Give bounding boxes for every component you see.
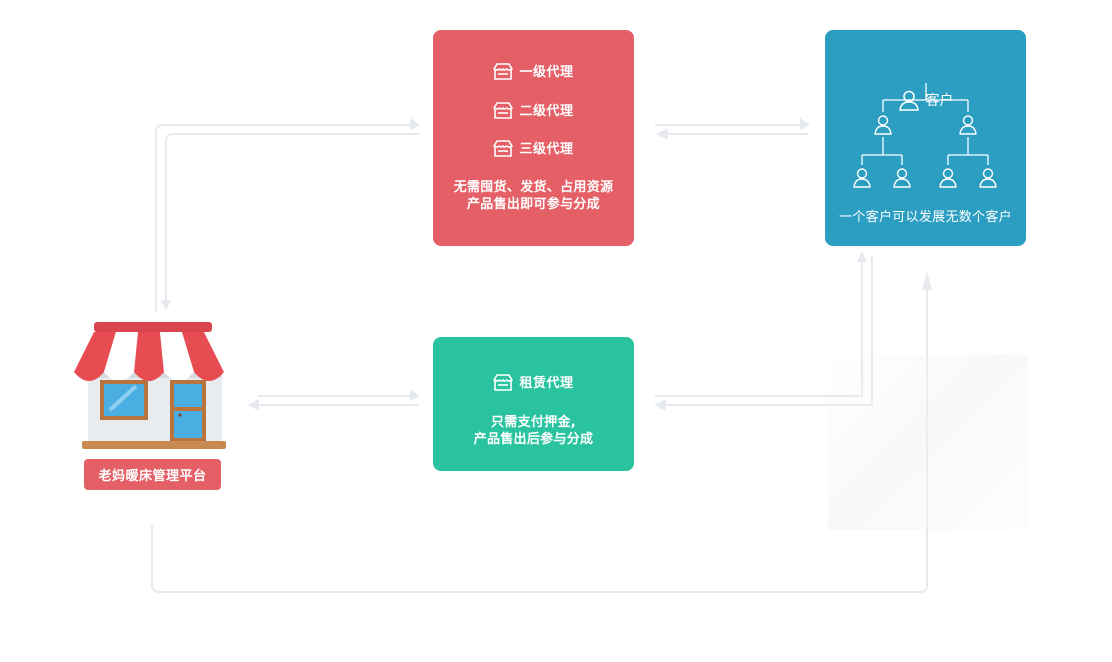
faded-watermark-area — [828, 355, 1028, 530]
user-icon — [893, 168, 911, 188]
user-icon — [898, 90, 919, 111]
user-icon — [939, 168, 957, 188]
platform-label: 老妈暖床管理平台 — [84, 459, 221, 490]
agent-desc-line1: 无需囤货、发货、占用资源 — [453, 180, 614, 195]
agent-description: 无需囤货、发货、占用资源 产品售出即可参与分成 — [433, 179, 634, 213]
agent-label: 二级代理 — [519, 104, 574, 119]
agent-label: 一级代理 — [519, 65, 574, 80]
agent-card: 一级代理 二级代理 三级代理 无需囤货、发货、占用资源 产品售出即可参与分成 — [433, 30, 634, 246]
rental-desc-line1: 只需支付押金, — [490, 415, 577, 430]
shop-illustration — [74, 322, 236, 449]
agent-desc-line2: 产品售出即可参与分成 — [466, 197, 600, 212]
agent-level-2: 二级代理 — [433, 100, 634, 119]
agent-level-1: 一级代理 — [433, 61, 634, 80]
rental-title: 租赁代理 — [433, 372, 634, 391]
customer-description: 一个客户可以发展无数个客户 — [839, 210, 1012, 225]
store-icon — [493, 62, 514, 80]
user-icon — [853, 168, 871, 188]
customer-tree — [853, 83, 997, 188]
rental-description: 只需支付押金, 产品售出后参与分成 — [433, 414, 634, 448]
user-icon — [959, 115, 977, 135]
customer-label: 客户 — [925, 93, 954, 109]
agent-level-3: 三级代理 — [433, 138, 634, 157]
customer-title: 客户 — [825, 89, 1026, 111]
user-icon — [979, 168, 997, 188]
rental-label: 租赁代理 — [519, 376, 574, 391]
rental-desc-line2: 产品售出后参与分成 — [473, 432, 594, 447]
agent-label: 三级代理 — [519, 142, 574, 157]
store-icon — [493, 373, 514, 391]
rental-card: 租赁代理 只需支付押金, 产品售出后参与分成 — [433, 337, 634, 471]
customer-card: 客户 — [825, 30, 1026, 246]
store-icon — [493, 101, 514, 119]
user-icon — [874, 115, 892, 135]
store-icon — [493, 139, 514, 157]
